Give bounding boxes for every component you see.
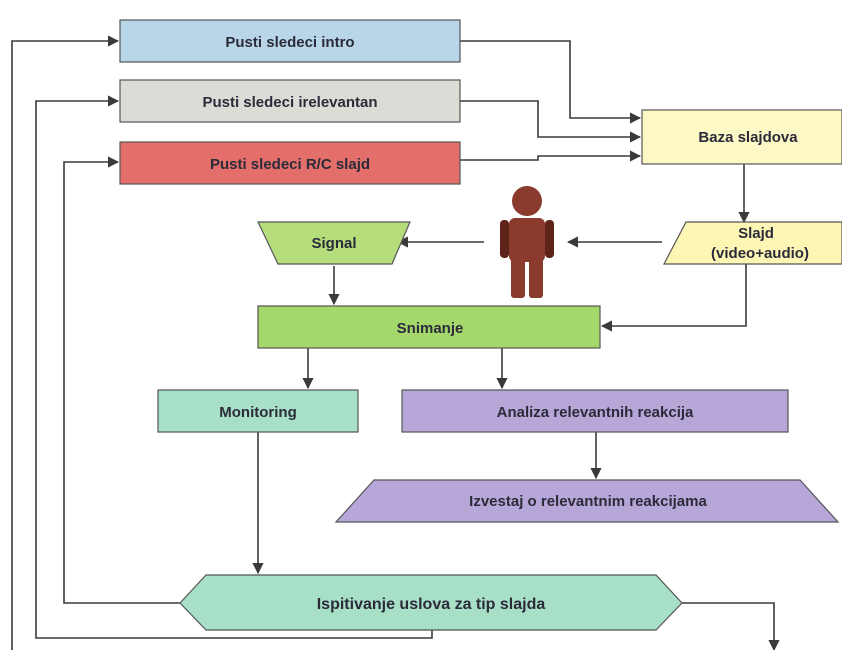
slajd-shape — [663, 221, 842, 265]
rc-label: Pusti sledeci R/C slajd — [210, 156, 370, 173]
connector-ispitivanje-rc — [63, 156, 180, 604]
snimanje-label: Snimanje — [397, 320, 464, 337]
node-izvestaj: Izvestaj o relevantnim reakcijama — [334, 479, 840, 523]
monitoring-box — [157, 389, 359, 433]
person-figure — [500, 186, 554, 298]
node-baza: Baza slajdova — [641, 109, 842, 165]
person-left-arm — [500, 220, 509, 258]
baza-box — [641, 109, 842, 165]
intro-box — [119, 19, 461, 63]
node-signal: Signal — [257, 221, 411, 265]
person-left-leg — [511, 258, 525, 298]
snimanje-box — [257, 305, 601, 349]
baza-label: Baza slajdova — [698, 129, 798, 146]
connector-ispitivanje-irelevantan — [35, 95, 433, 639]
node-analiza: Analiza relevantnih reakcija — [401, 389, 789, 433]
rc-box — [119, 141, 461, 185]
slajd-label-line2: (video+audio) — [711, 245, 809, 262]
analiza-label: Analiza relevantnih reakcija — [497, 404, 694, 421]
signal-shape — [257, 221, 411, 265]
node-intro: Pusti sledeci intro — [119, 19, 461, 63]
node-rc: Pusti sledeci R/C slajd — [119, 141, 461, 185]
signal-label: Signal — [311, 235, 356, 252]
connector-irelevantan-baza — [460, 100, 642, 143]
ispitivanje-label: Ispitivanje uslova za tip slajda — [317, 596, 546, 613]
ispitivanje-shape — [179, 574, 683, 631]
person-right-leg — [529, 258, 543, 298]
node-snimanje: Snimanje — [257, 305, 601, 349]
irelevantan-label: Pusti sledeci irelevantan — [202, 94, 377, 111]
connector-intro-loop — [11, 35, 120, 650]
izvestaj-shape — [334, 479, 840, 523]
node-slajd: Slajd (video+audio) — [663, 221, 842, 265]
connector-ispitivanje-intro — [682, 602, 780, 650]
connector-intro-baza — [460, 40, 642, 124]
person-head — [512, 186, 542, 216]
node-irelevantan: Pusti sledeci irelevantan — [119, 79, 461, 123]
slajd-label-line1: Slajd — [738, 225, 774, 242]
intro-label: Pusti sledeci intro — [225, 34, 354, 51]
person-right-arm — [545, 220, 554, 258]
connector-rc-baza — [460, 150, 642, 162]
analiza-box — [401, 389, 789, 433]
connector-slajd-snimanje — [600, 264, 747, 332]
monitoring-label: Monitoring — [219, 404, 296, 421]
node-monitoring: Monitoring — [157, 389, 359, 433]
izvestaj-label: Izvestaj o relevantnim reakcijama — [469, 493, 707, 510]
irelevantan-box — [119, 79, 461, 123]
person-torso — [509, 218, 545, 262]
node-ispitivanje: Ispitivanje uslova za tip slajda — [179, 574, 683, 631]
connectors — [11, 35, 780, 650]
